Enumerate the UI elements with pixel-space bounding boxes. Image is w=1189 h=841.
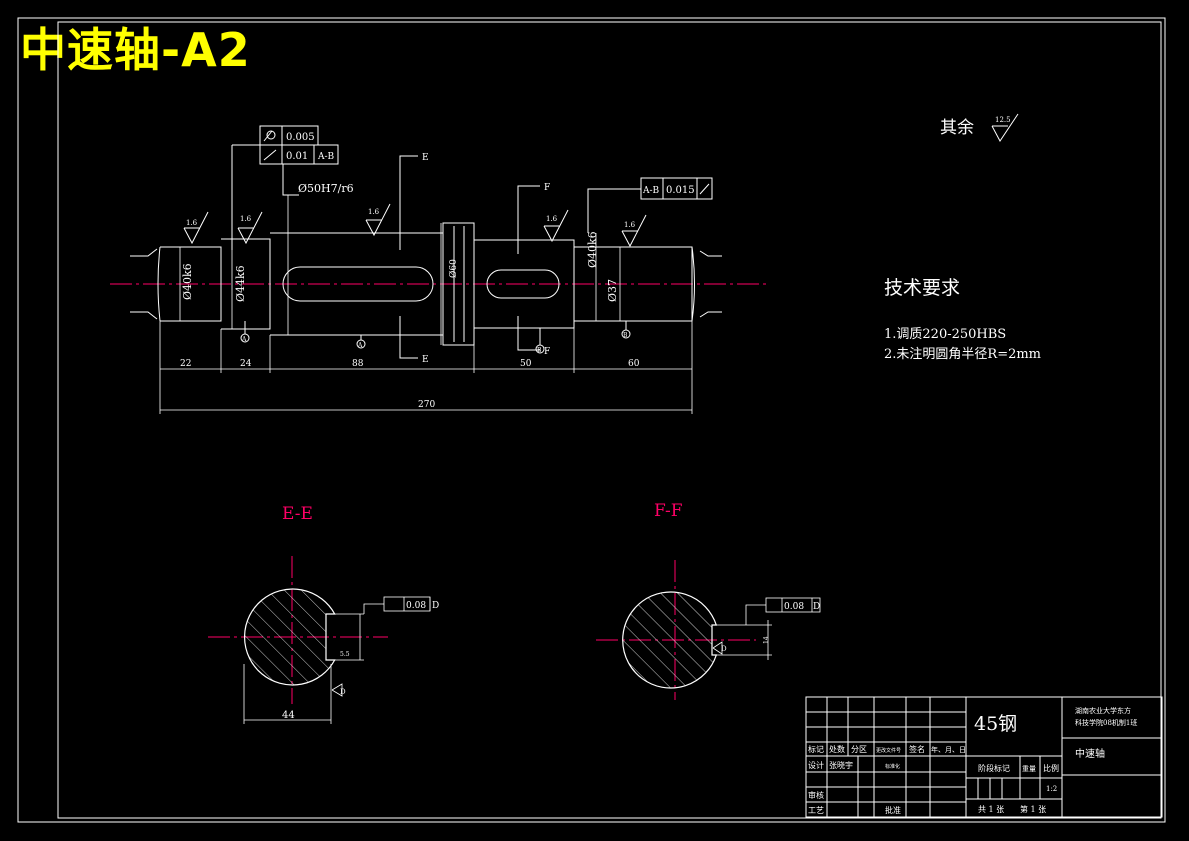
title-row-label-3: 分区 [851, 745, 867, 754]
outer-frame [17, 17, 1166, 823]
title-material: 45钢 [974, 713, 1017, 735]
title-design: 设计 [808, 760, 824, 770]
roughness-general-label: 其余 [940, 118, 974, 138]
title-standardize: 标准化 [885, 763, 900, 770]
title-block-grid [805, 696, 1163, 818]
title-school-line2: 科技学院08机制1班 [1075, 718, 1137, 727]
dim-total-length: 270 [418, 400, 435, 410]
roughness-value-4: 1.6 [546, 215, 558, 223]
section-mark-e-top: E [422, 153, 429, 163]
section-ee-shape [243, 588, 336, 686]
datum-markers [240, 321, 631, 354]
title-row-label-6: 年、月、日 [931, 745, 966, 754]
roughness-general-symbol [991, 113, 1019, 142]
title-school: 湖南农业大学东方 [1075, 706, 1131, 715]
tech-item-2: 2.未注明圆角半径R=2mm [884, 347, 1041, 362]
runout-left-value: 0.01 [286, 151, 308, 162]
section-mark-e-bottom: E [422, 355, 429, 365]
section-ee-datum: D [340, 688, 346, 696]
shaft-outline [130, 222, 722, 346]
title-weight: 重量 [1022, 765, 1036, 773]
datum-b-2: B [623, 332, 628, 339]
cylindricity-value: 0.005 [286, 132, 315, 143]
title-stage-mark: 阶段标记 [978, 763, 1010, 773]
diameter-dims [179, 195, 621, 345]
section-ff-annotations [712, 597, 821, 660]
inner-frame [57, 21, 1162, 819]
datum-b-1: B [537, 347, 542, 354]
dim-len-1: 22 [180, 359, 191, 369]
runout-right-value: 0.015 [666, 185, 695, 196]
title-review: 审核 [808, 790, 824, 800]
section-ff-symmetry-datum: D [813, 602, 820, 612]
section-mark-f-top: F [544, 183, 550, 193]
title-total-sheets: 共 1 张 [978, 805, 1004, 814]
tech-item-1: 1.调质220-250HBS [884, 327, 1006, 342]
dim-len-5: 60 [628, 359, 640, 369]
section-ff-datum: D [721, 645, 727, 653]
section-ee-symmetry-datum: D [432, 601, 439, 611]
runout-left-datum: A-B [317, 152, 335, 162]
roughness-general-value: 12.5 [995, 116, 1011, 124]
title-sheet-number: 第 1 张 [1020, 804, 1046, 814]
section-ee-symmetry-value: 0.08 [406, 601, 426, 611]
title-row-label-4: 更改文件号 [876, 747, 901, 754]
title-process: 工艺 [808, 806, 824, 815]
runout-right-datum: A-B [642, 186, 660, 196]
section-ee-depth: 5.5 [340, 651, 350, 658]
dim-d4: Ø60 [448, 259, 459, 278]
dim-d2: Ø44k6 [234, 265, 247, 302]
datum-a-2: A [357, 342, 363, 349]
roughness-value-3: 1.6 [368, 208, 380, 216]
title-row-label-1: 标记 [808, 744, 824, 754]
tech-title: 技术要求 [884, 277, 960, 299]
roughness-marks [183, 203, 647, 248]
roughness-value-1: 1.6 [186, 219, 198, 227]
section-ee-width: 44 [282, 710, 295, 721]
section-cut-lines [399, 155, 540, 359]
title-designer: 张晓宇 [829, 760, 853, 770]
title-row-label-2: 处数 [829, 744, 845, 754]
dim-d5: Ø40k6 [586, 231, 599, 268]
section-ff-label: F-F [654, 501, 683, 521]
title-scale-value: 1:2 [1046, 785, 1057, 793]
title-scale: 比例 [1043, 763, 1059, 773]
length-dims [159, 321, 693, 414]
section-ff-symmetry-value: 0.08 [784, 602, 804, 612]
section-ee-label: E-E [282, 504, 313, 524]
title-approve: 批准 [885, 805, 901, 815]
roughness-value-2: 1.6 [240, 215, 252, 223]
section-mark-f-bottom: F [544, 347, 550, 357]
dim-len-3: 88 [352, 359, 364, 369]
section-ff-depth: 14 [763, 636, 770, 644]
dim-len-2: 24 [240, 359, 252, 369]
datum-a-1: A [241, 336, 247, 343]
title-row-label-5: 签名 [909, 744, 925, 754]
dim-d3: Ø50H7/r6 [298, 182, 354, 195]
roughness-value-5: 1.6 [624, 221, 636, 229]
title-part-name: 中速轴 [1075, 747, 1105, 760]
section-ff-shape [622, 591, 718, 689]
dim-len-4: 50 [520, 359, 532, 369]
tolerance-frame-left [231, 125, 339, 250]
dim-d1: Ø40k6 [181, 263, 194, 300]
dim-d6: Ø37 [606, 279, 619, 302]
tolerance-frame-right [587, 177, 713, 233]
section-ee-annotations [243, 596, 431, 724]
